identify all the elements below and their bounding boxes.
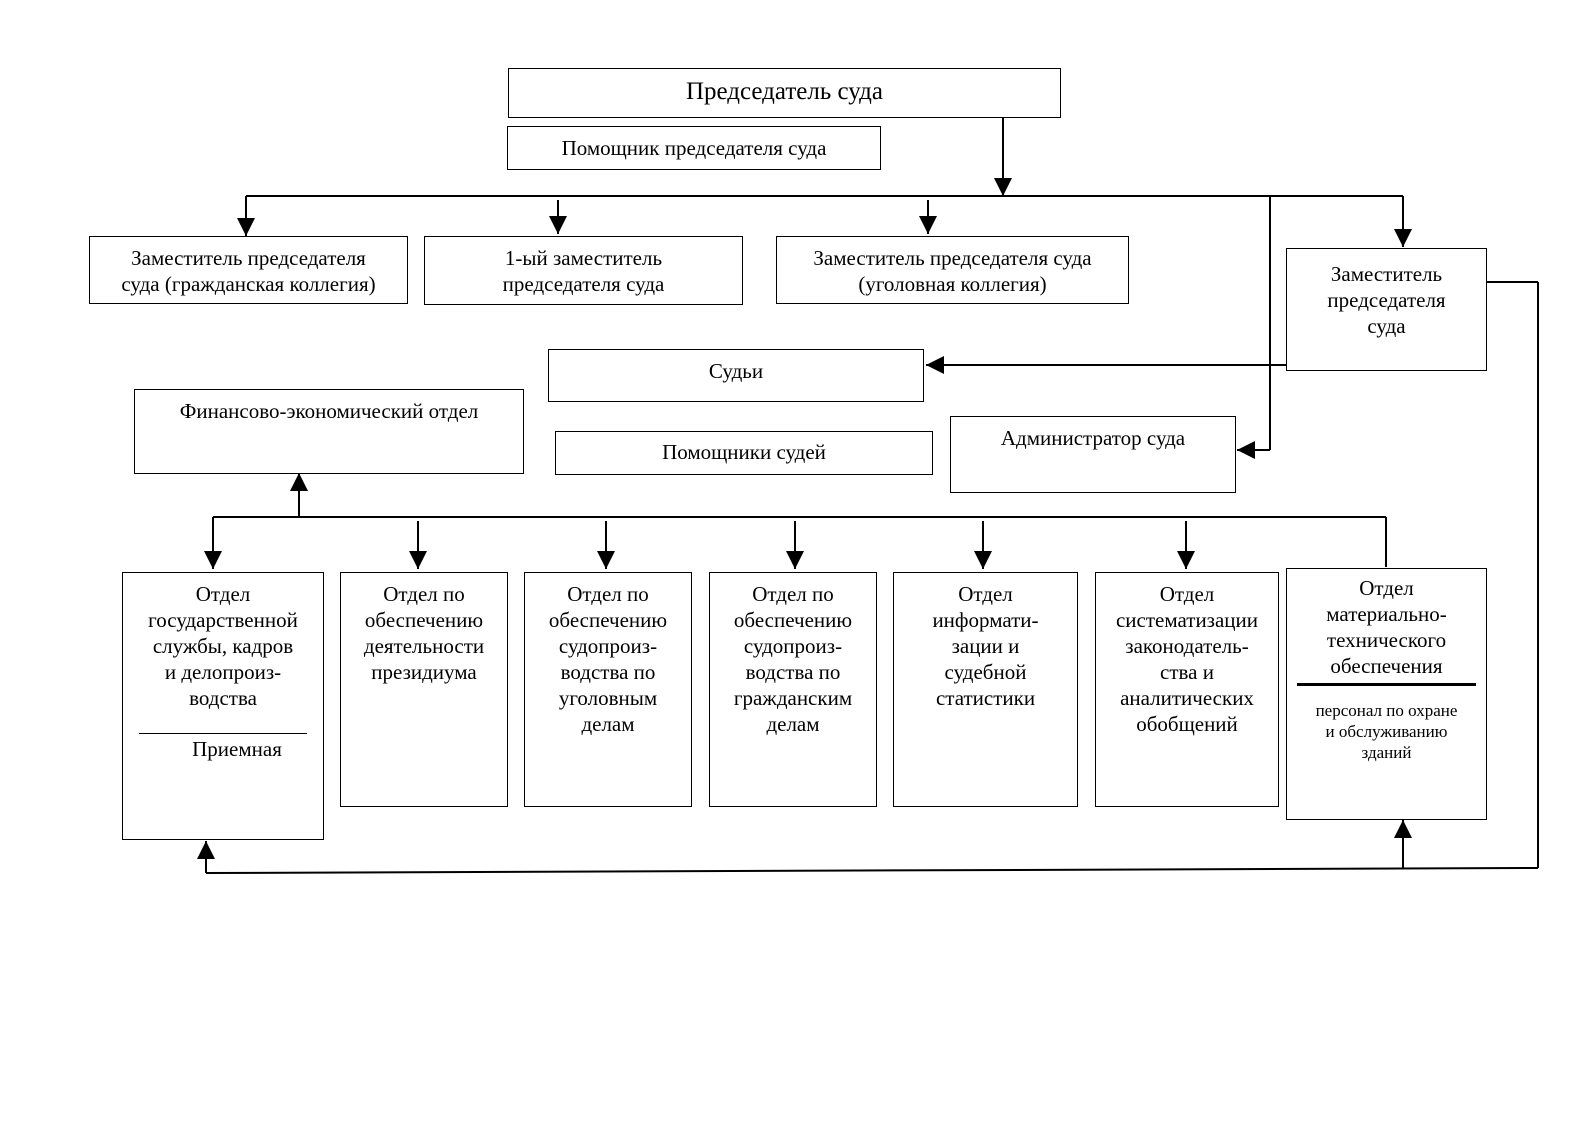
dept-legislation-box: Отдел систематизации законодатель- ства … [1095, 572, 1279, 807]
building-staff-label: персонал по охране и обслуживанию зданий [1315, 701, 1458, 762]
court-administrator-box: Администратор суда [950, 416, 1236, 493]
dept-criminal-cases-label: Отдел по обеспечению судопроиз- водства … [548, 582, 668, 736]
finance-dept-label: Финансово-экономический отдел [179, 399, 479, 423]
deputy-civil-label: Заместитель председателя суда (гражданск… [121, 246, 376, 296]
judges-assistants-box: Помощники судей [555, 431, 933, 475]
chairman-label: Председатель суда [685, 78, 884, 105]
dept-logistics-label: Отдел материально- технического обеспече… [1326, 576, 1447, 678]
deputy-label: Заместитель председателя суда [1327, 262, 1446, 338]
judges-box: Судьи [548, 349, 924, 402]
dept-civil-service-box: Отдел государственной службы, кадров и д… [122, 572, 324, 840]
first-deputy-box: 1-ый заместитель председателя суда [424, 236, 743, 305]
finance-dept-box: Финансово-экономический отдел [134, 389, 524, 474]
divider [1297, 683, 1476, 686]
reception-label: Приемная [192, 737, 282, 761]
deputy-box: Заместитель председателя суда [1286, 248, 1487, 371]
dept-civil-cases-box: Отдел по обеспечению судопроиз- водства … [709, 572, 877, 807]
dept-criminal-cases-box: Отдел по обеспечению судопроиз- водства … [524, 572, 692, 807]
dept-civil-service-label: Отдел государственной службы, кадров и д… [148, 582, 298, 710]
deputy-criminal-box: Заместитель председателя суда (уголовная… [776, 236, 1129, 304]
first-deputy-label: 1-ый заместитель председателя суда [502, 246, 665, 296]
connector [205, 867, 1539, 874]
divider [139, 733, 307, 734]
dept-informatization-box: Отдел информати- зации и судебной статис… [893, 572, 1078, 807]
court-administrator-label: Администратор суда [1000, 426, 1186, 450]
chairman-box: Председатель суда [508, 68, 1061, 118]
dept-civil-cases-label: Отдел по обеспечению судопроиз- водства … [733, 582, 853, 736]
dept-informatization-label: Отдел информати- зации и судебной статис… [932, 582, 1039, 710]
dept-presidium-label: Отдел по обеспечению деятельности презид… [363, 582, 485, 684]
dept-legislation-label: Отдел систематизации законодатель- ства … [1115, 582, 1259, 736]
chairman-assistant-label: Помощник председателя суда [561, 136, 827, 160]
dept-logistics-box: Отдел материально- технического обеспече… [1286, 568, 1487, 820]
deputy-civil-box: Заместитель председателя суда (гражданск… [89, 236, 408, 304]
dept-presidium-box: Отдел по обеспечению деятельности презид… [340, 572, 508, 807]
judges-assistants-label: Помощники судей [662, 440, 826, 464]
deputy-criminal-label: Заместитель председателя суда (уголовная… [813, 246, 1092, 296]
chairman-assistant-box: Помощник председателя суда [507, 126, 881, 170]
judges-label: Судьи [708, 359, 764, 383]
